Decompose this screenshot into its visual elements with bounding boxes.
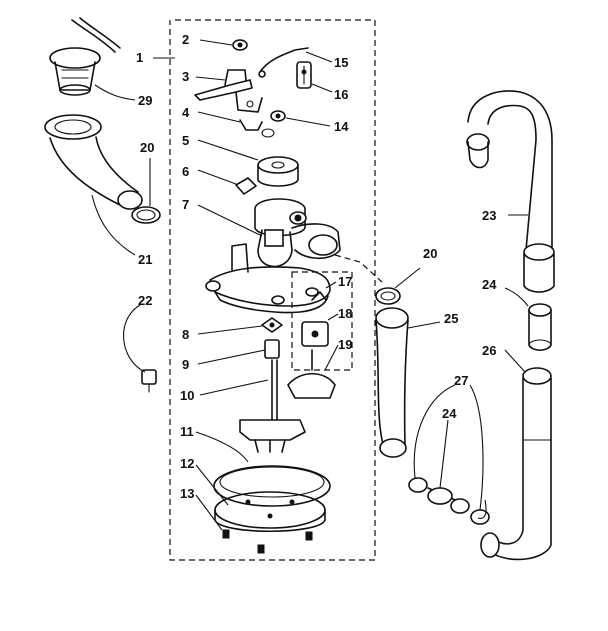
float-part-19 [287, 349, 336, 399]
nut-part-2 [232, 39, 248, 51]
coupling-assembly [408, 477, 490, 525]
callout-8: 8 [182, 327, 189, 342]
callout-15: 15 [334, 55, 348, 70]
leader-16 [311, 83, 333, 93]
leader-17 [325, 281, 337, 289]
leader-25 [407, 321, 441, 329]
subassembly-boundary [291, 271, 353, 371]
callout-4: 4 [182, 105, 190, 120]
outlet-dash [334, 254, 383, 283]
callout-12: 12 [180, 456, 194, 471]
callout-20-right: 20 [423, 246, 437, 261]
callout-5: 5 [182, 133, 189, 148]
callout-18: 18 [338, 306, 352, 321]
callout-24-upper: 24 [482, 277, 497, 292]
leader-6 [197, 169, 237, 185]
callout-24-lower: 24 [442, 406, 457, 421]
leader-27c [477, 499, 487, 519]
leader-2 [199, 39, 233, 46]
inlet-strainer-part [49, 17, 121, 96]
leader-18 [327, 313, 339, 321]
hose-part-6 [235, 177, 257, 195]
callout-23: 23 [482, 208, 496, 223]
switch-part-18 [301, 321, 329, 347]
seal-part-5 [257, 156, 299, 187]
callout-21: 21 [138, 252, 152, 267]
callout-22: 22 [138, 293, 152, 308]
leader-10 [199, 379, 269, 396]
callout-16: 16 [334, 87, 348, 102]
clip-part-17 [311, 291, 327, 301]
callout-29: 29 [138, 93, 152, 108]
screws-part-13 [222, 529, 313, 554]
leader-21 [91, 194, 136, 256]
sensor-part-16 [296, 61, 312, 89]
callout-27: 27 [454, 373, 468, 388]
leader-8 [197, 325, 263, 335]
coupling-part-24 [528, 303, 552, 352]
screw-part-22 [141, 369, 157, 393]
callout-6: 6 [182, 164, 189, 179]
callout-11: 11 [180, 424, 194, 439]
leader-11 [195, 431, 249, 463]
callout-2: 2 [182, 32, 189, 47]
callout-26: 26 [482, 343, 496, 358]
leader-4 [197, 111, 241, 123]
wire-part-15 [258, 47, 309, 78]
hose-clamp-right [375, 287, 401, 305]
callout-13: 13 [180, 486, 194, 501]
leader-24a [504, 287, 529, 307]
hose-clamp-left [131, 206, 161, 224]
leader-22 [123, 304, 146, 373]
callout-3: 3 [182, 69, 189, 84]
leader-12 [195, 464, 229, 506]
callout-17: 17 [338, 274, 352, 289]
callout-9: 9 [182, 357, 189, 372]
leader-3 [195, 76, 226, 81]
leader-26 [504, 349, 526, 373]
leader-29 [94, 84, 136, 101]
leader-24b [439, 419, 449, 489]
nut-part-14 [270, 110, 286, 122]
leader-15 [305, 51, 333, 63]
leader-14 [285, 117, 331, 127]
leader-9 [197, 349, 266, 365]
leader-13 [195, 494, 223, 531]
leader-20b [394, 267, 421, 289]
drain-hose-part-25 [375, 307, 409, 458]
drain-hose-part-26 [480, 367, 552, 561]
callout-14: 14 [334, 119, 349, 134]
leader-7 [197, 204, 263, 237]
callout-10: 10 [180, 388, 194, 403]
leader-27b [469, 384, 484, 511]
leader-27a [413, 384, 456, 479]
shaft-part-10 [239, 359, 306, 453]
callout-1: 1 [136, 50, 143, 65]
leader-19 [324, 344, 339, 371]
base-part-12 [214, 491, 326, 533]
seal-part-8 [261, 317, 283, 333]
callout-7: 7 [182, 197, 189, 212]
ring-part-11 [213, 465, 331, 507]
bracket-part-3 [194, 69, 263, 113]
elbow-hose-part [44, 114, 143, 210]
callout-25: 25 [444, 311, 458, 326]
callout-19: 19 [338, 337, 352, 352]
assembly-boundary [169, 19, 376, 561]
leader-5 [197, 139, 259, 161]
callout-20-left: 20 [140, 140, 154, 155]
clip-part-4 [239, 119, 275, 138]
pump-housing-part [205, 198, 341, 314]
hook-hose-part-23 [466, 90, 555, 293]
bearing-part-9 [264, 339, 280, 359]
